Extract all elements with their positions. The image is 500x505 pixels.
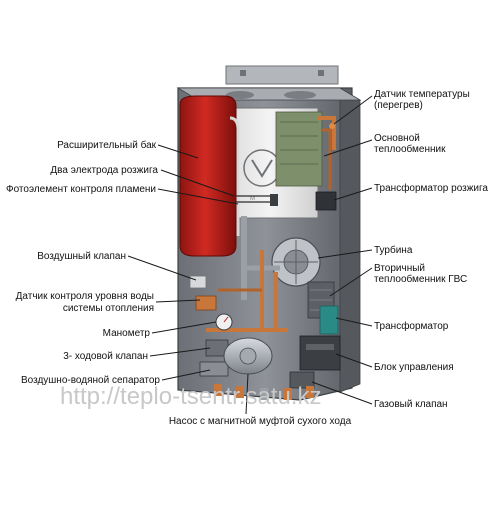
label-air-water-separator: Воздушно-водяной сепаратор — [20, 375, 160, 386]
control-unit — [299, 335, 341, 371]
leader-lines — [127, 95, 373, 415]
label-gas-valve: Газовый клапан — [374, 399, 448, 410]
air-valve — [189, 275, 207, 289]
label-control-unit: Блок управления — [374, 362, 454, 373]
label-expansion-tank: Расширительный бак — [57, 140, 156, 151]
label-secondary-hx-line2: теплообменник ГВС — [374, 274, 468, 285]
label-secondary-hx-line1: Вторичный — [374, 263, 426, 274]
gas-valve — [289, 371, 315, 389]
mounting-bracket — [225, 65, 339, 85]
label-main-hx-line1: Основной — [374, 133, 420, 144]
label-three-way-valve: 3- ходовой клапан — [63, 351, 148, 362]
label-pump: Насос с магнитной муфтой сухого хода — [168, 416, 352, 427]
label-temp-sensor-line1: Датчик температуры — [374, 89, 470, 100]
water-level-sensor — [195, 295, 217, 311]
air-water-separator — [199, 361, 229, 377]
label-turbine: Турбина — [374, 245, 413, 256]
transformer — [319, 305, 339, 335]
label-air-valve: Воздушный клапан — [37, 251, 126, 262]
label-ignition-transformer: Трансформатор розжига — [374, 183, 488, 194]
ignition-transformer — [315, 191, 337, 211]
label-manometer: Манометр — [102, 328, 150, 339]
label-water-level-sensor-line2: системы отопления — [62, 303, 154, 314]
watermark-url: http://teplo-tsentr.satu.kz — [60, 383, 322, 410]
label-main-hx-line2: теплообменник — [374, 144, 446, 155]
main-heat-exchanger — [275, 111, 323, 187]
expansion-tank — [179, 95, 237, 257]
label-temp-sensor-line2: (перегрев) — [374, 100, 423, 111]
label-ignition-electrodes: Два электрода розжига — [50, 165, 158, 176]
label-transformer: Трансформатор — [374, 321, 449, 332]
svg-text:M: M — [250, 196, 255, 202]
label-water-level-sensor-line1: Датчик контроля уровня воды — [15, 291, 154, 302]
label-flame-sensor: Фотоэлемент контроля пламени — [5, 184, 156, 195]
